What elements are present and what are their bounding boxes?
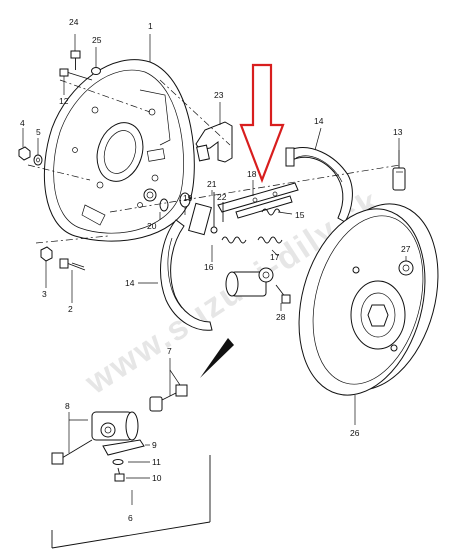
- label-24: 24: [69, 17, 79, 27]
- label-18: 18: [247, 169, 257, 179]
- bolt-24: [70, 50, 81, 70]
- bolt-2: [59, 258, 86, 271]
- center-lines: [27, 79, 401, 244]
- label-28: 28: [276, 312, 286, 322]
- spring-15: [261, 208, 281, 216]
- label-5: 5: [36, 127, 41, 137]
- label-11: 11: [152, 457, 161, 467]
- washer-5: [33, 154, 43, 166]
- label-14-upper: 14: [314, 116, 324, 126]
- pointer-arrow: [200, 338, 234, 378]
- brake-drum-26: [298, 203, 439, 396]
- label-17: 17: [270, 252, 280, 262]
- label-19: 19: [183, 193, 193, 203]
- label-7: 7: [167, 346, 172, 356]
- wheel-cylinder-assembled: [225, 267, 274, 297]
- highlight-arrow: [239, 63, 285, 184]
- pin-21: [210, 192, 218, 234]
- bolt-12: [59, 68, 93, 81]
- label-12: 12: [59, 96, 69, 106]
- adjuster-plate-23: [195, 121, 233, 163]
- spring-cup-20: [159, 198, 169, 212]
- bolt-28: [275, 284, 291, 304]
- label-9: 9: [152, 440, 157, 450]
- label-21: 21: [207, 179, 217, 189]
- spring-16: [221, 236, 247, 244]
- label-1: 1: [148, 21, 153, 31]
- label-2: 2: [68, 304, 73, 314]
- label-14-lower: 14: [125, 278, 135, 288]
- backing-plate: [43, 59, 195, 242]
- nut-4: [18, 146, 31, 161]
- label-27: 27: [401, 244, 411, 254]
- brake-shoe-lower-14: [160, 202, 213, 331]
- label-13: 13: [393, 127, 403, 137]
- brake-shoe-upper-14: [285, 147, 353, 223]
- nut-3: [40, 246, 53, 262]
- leader-lines: [22, 34, 407, 505]
- label-6: 6: [128, 513, 133, 523]
- label-4: 4: [20, 118, 25, 128]
- label-16: 16: [204, 262, 214, 272]
- clip-13: [392, 150, 406, 191]
- label-22: 22: [217, 192, 227, 202]
- label-26: 26: [350, 428, 360, 438]
- label-25: 25: [92, 35, 102, 45]
- wheel-cylinder-exploded: [51, 384, 188, 482]
- nut-25: [91, 67, 101, 75]
- label-23: 23: [214, 90, 224, 100]
- label-20: 20: [147, 221, 157, 231]
- label-10: 10: [152, 473, 162, 483]
- label-8: 8: [65, 401, 70, 411]
- group-bracket-6: [51, 455, 211, 549]
- label-3: 3: [42, 289, 47, 299]
- spring-17: [257, 236, 283, 244]
- adjuster-bar-18: [217, 182, 299, 219]
- label-15: 15: [295, 210, 305, 220]
